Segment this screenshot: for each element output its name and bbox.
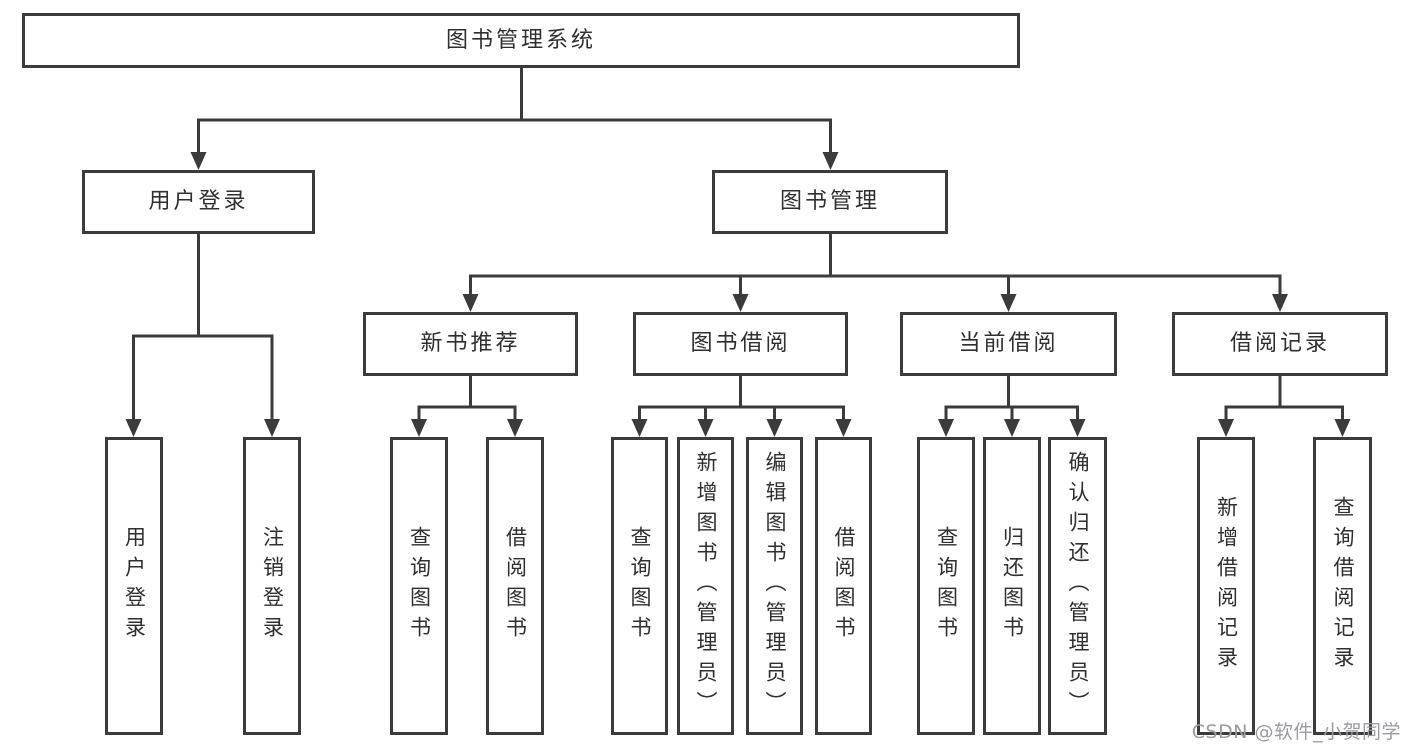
leaf-label: 用户登录 — [122, 526, 147, 646]
leaf-label: 查询图书 — [407, 526, 432, 646]
leaf-query-books-recommend: 查询图书 — [390, 437, 448, 735]
leaf-label: 确认归还（管理员） — [1066, 451, 1090, 721]
leaf-confirm-return-admin: 确认归还（管理员） — [1048, 437, 1107, 735]
node-new-book-recommend: 新书推荐 — [363, 312, 578, 376]
leaf-label: 新增借阅记录 — [1214, 496, 1239, 676]
leaf-edit-book-admin: 编辑图书（管理员） — [746, 437, 803, 735]
node-book-borrowing: 图书借阅 — [633, 312, 848, 376]
node-current-borrowing: 当前借阅 — [900, 312, 1117, 376]
leaf-return-books: 归还图书 — [983, 437, 1041, 735]
leaf-label: 注销登录 — [260, 526, 285, 646]
leaf-label: 归还图书 — [1000, 526, 1025, 646]
watermark: CSDN @软件_小贺同学 — [1191, 721, 1401, 743]
leaf-add-book-admin: 新增图书（管理员） — [677, 437, 734, 735]
leaf-label: 查询图书 — [934, 526, 959, 646]
leaf-query-books-borrowing: 查询图书 — [611, 437, 668, 735]
node-borrow-records: 借阅记录 — [1172, 312, 1388, 376]
leaf-label: 新增图书（管理员） — [694, 451, 718, 721]
node-user-login: 用户登录 — [82, 170, 315, 234]
leaf-label: 查询图书 — [628, 526, 652, 646]
leaf-add-borrow-record: 新增借阅记录 — [1197, 437, 1255, 735]
leaf-label: 查询借阅记录 — [1331, 496, 1355, 676]
leaf-user-login: 用户登录 — [105, 437, 163, 735]
node-library-system: 图书管理系统 — [22, 13, 1020, 68]
leaf-query-borrow-record: 查询借阅记录 — [1313, 437, 1372, 735]
leaf-label: 借阅图书 — [832, 526, 856, 646]
leaf-label: 编辑图书（管理员） — [763, 451, 787, 721]
leaf-logout: 注销登录 — [243, 437, 301, 735]
node-book-management: 图书管理 — [712, 170, 948, 234]
leaf-borrow-books-borrowing: 借阅图书 — [815, 437, 872, 735]
leaf-query-books-current: 查询图书 — [917, 437, 975, 735]
leaf-borrow-books-recommend: 借阅图书 — [486, 437, 544, 735]
leaf-label: 借阅图书 — [503, 526, 528, 646]
